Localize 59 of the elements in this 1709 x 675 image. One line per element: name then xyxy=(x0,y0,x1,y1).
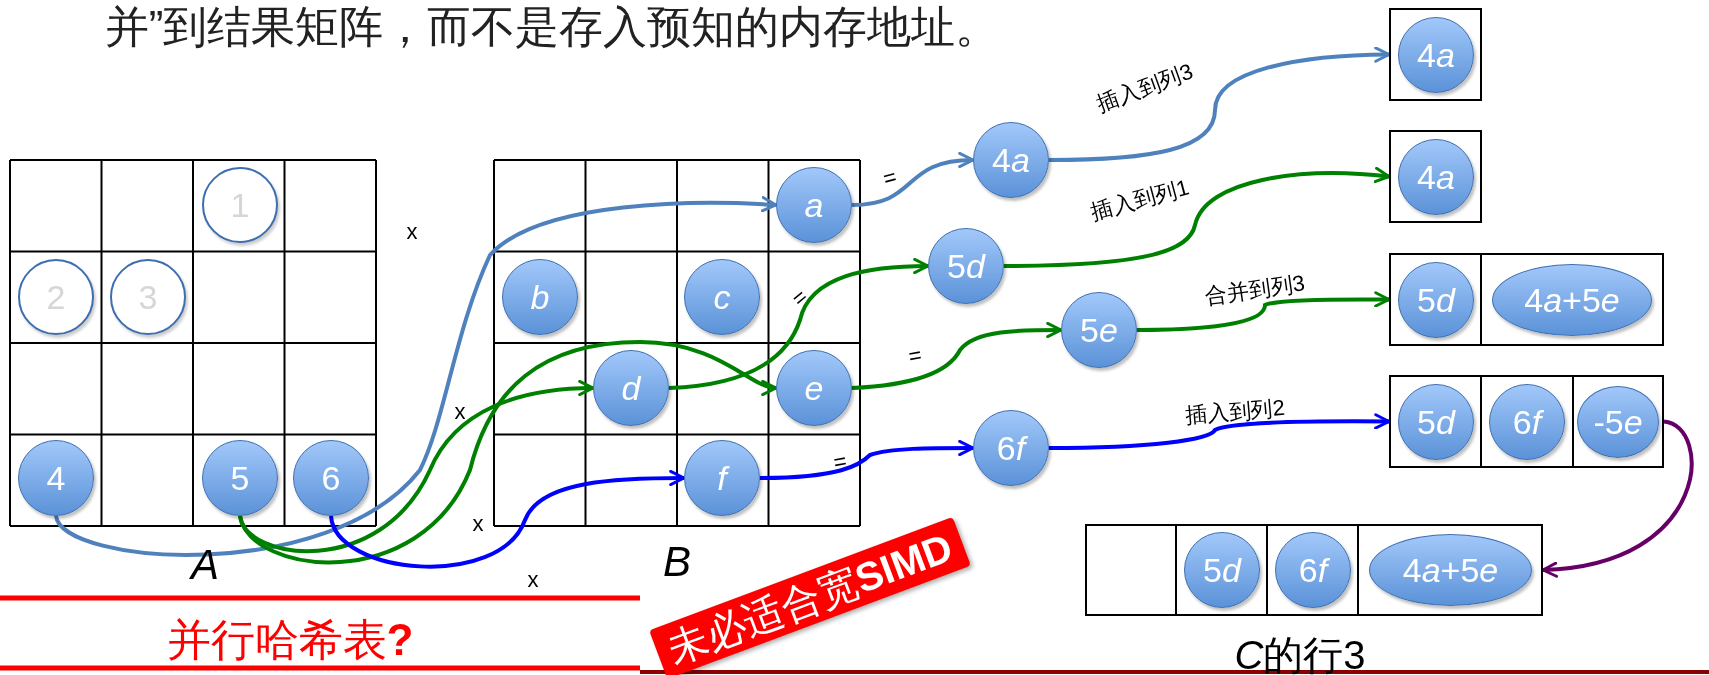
ellipse-node: 4a+5e xyxy=(1369,534,1532,606)
arrow xyxy=(238,340,778,564)
matrix-label: B xyxy=(663,541,691,583)
arrow xyxy=(851,152,975,207)
cell-box xyxy=(1389,130,1482,223)
arrow xyxy=(1136,291,1391,332)
ellipse-node: -5e xyxy=(1577,386,1659,458)
row-label: C的行3 xyxy=(1234,635,1366,675)
multiply-sign: x xyxy=(406,221,418,243)
cell-box xyxy=(1389,253,1482,346)
circle-node: 6 xyxy=(293,440,369,516)
ellipse-node: 4a+5e xyxy=(1492,264,1652,336)
body-text: 并”到结果矩阵，而不是存入预知的内存地址。 xyxy=(104,5,1000,49)
cell-box xyxy=(1480,253,1664,346)
circle-node: 5d xyxy=(1184,532,1260,608)
equals-sign: = xyxy=(788,285,812,311)
cell-box xyxy=(1389,375,1482,468)
circle-node: 6f xyxy=(973,410,1049,486)
circle-node: f xyxy=(684,440,760,516)
circle-node: 5d xyxy=(1398,262,1474,338)
circle-node: d xyxy=(593,350,669,426)
equals-sign: = xyxy=(831,450,849,474)
arrow xyxy=(1004,167,1391,268)
circle-node: 4a xyxy=(1398,139,1474,215)
arrow xyxy=(1049,46,1391,162)
cell-box xyxy=(1175,524,1268,616)
multiply-sign: x xyxy=(454,401,466,423)
circle-node: 4 xyxy=(18,440,94,516)
equals-sign: = xyxy=(880,165,900,191)
cell-box xyxy=(1389,8,1482,101)
arrow xyxy=(668,258,930,390)
circle-node: 5 xyxy=(202,440,278,516)
circle-node: e xyxy=(776,350,852,426)
arrow xyxy=(238,380,595,553)
circle-node: 5d xyxy=(1398,384,1474,460)
arrow xyxy=(1049,413,1391,450)
matrix-label: A xyxy=(191,544,219,586)
circle-node: 5d xyxy=(928,228,1004,304)
arrow xyxy=(759,439,975,480)
edge-label: 插入到列2 xyxy=(1182,396,1288,428)
circle-node: 5e xyxy=(1061,292,1137,368)
cell-box xyxy=(1266,524,1359,616)
circle-node: 4a xyxy=(973,122,1049,198)
heading-text: 并行哈希表? xyxy=(166,618,414,662)
cell-box xyxy=(1085,524,1177,616)
cell-box xyxy=(1357,524,1543,616)
arrow xyxy=(851,321,1063,390)
circle-node: 6f xyxy=(1489,384,1565,460)
cell-box xyxy=(1480,375,1574,468)
arrow xyxy=(54,196,778,557)
cell-box xyxy=(1572,375,1664,468)
arrow xyxy=(329,469,686,569)
circle-node: a xyxy=(776,167,852,243)
multiply-sign: x xyxy=(527,569,539,591)
circle-node: b xyxy=(502,259,578,335)
equals-sign: = xyxy=(906,344,924,368)
circle-node: 6f xyxy=(1275,532,1351,608)
circle-node: c xyxy=(684,259,760,335)
circle-node: 4a xyxy=(1398,17,1474,93)
